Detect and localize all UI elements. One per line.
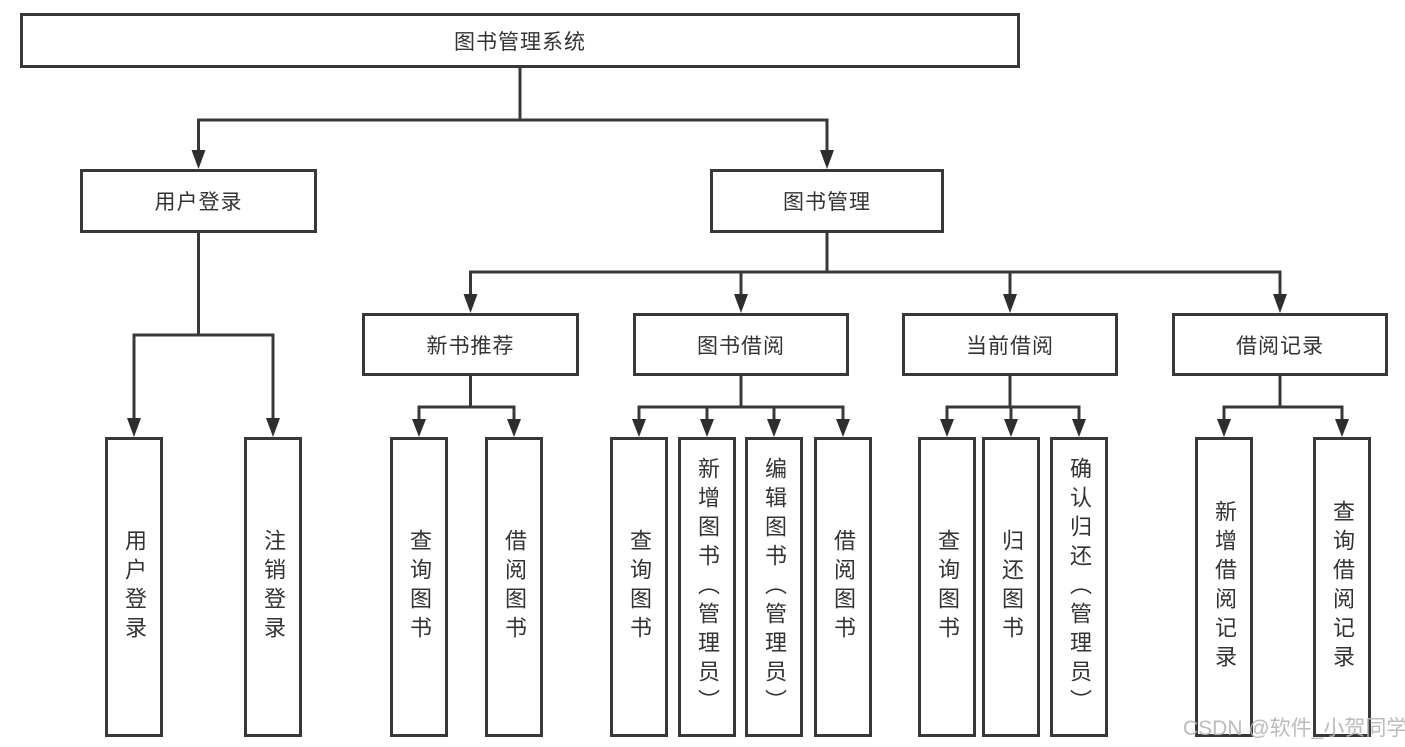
leaf-query-book-1: 查询图书 xyxy=(390,437,448,737)
leaf-edit-book-admin-label: 编辑图书（管理员） xyxy=(762,456,787,718)
leaf-query-book-2-label: 查询图书 xyxy=(627,529,652,645)
node-new-book-recommend-label: 新书推荐 xyxy=(426,334,515,358)
leaf-query-book-1-label: 查询图书 xyxy=(407,529,432,645)
leaf-query-book-2: 查询图书 xyxy=(610,437,668,737)
connector-book-borrow-to-leaves xyxy=(632,376,850,437)
leaf-confirm-return-admin-label: 确认归还（管理员） xyxy=(1067,456,1092,718)
node-book-management-label: 图书管理 xyxy=(783,191,871,214)
connector-root-to-level2 xyxy=(191,68,834,169)
leaf-user-login: 用户登录 xyxy=(105,437,163,737)
leaf-return-book-label: 归还图书 xyxy=(999,529,1024,645)
connector-user-login-to-leaves xyxy=(127,233,280,437)
leaf-query-borrow-record-label: 查询借阅记录 xyxy=(1330,500,1355,674)
leaf-add-book-admin: 新增图书（管理员） xyxy=(678,437,736,737)
leaf-query-borrow-record: 查询借阅记录 xyxy=(1313,437,1371,737)
leaf-query-book-3: 查询图书 xyxy=(918,437,976,737)
leaf-confirm-return-admin: 确认归还（管理员） xyxy=(1050,437,1108,737)
leaf-query-book-3-label: 查询图书 xyxy=(935,529,960,645)
connector-book-management-to-level3 xyxy=(463,233,1287,313)
leaf-borrow-book-1-label: 借阅图书 xyxy=(502,529,527,645)
leaf-borrow-book-2: 借阅图书 xyxy=(814,437,872,737)
csdn-watermark: CSDN @软件_小贺同学 xyxy=(1183,717,1405,740)
leaf-add-borrow-record-label: 新增借阅记录 xyxy=(1212,500,1237,674)
node-new-book-recommend: 新书推荐 xyxy=(362,313,579,376)
node-user-login: 用户登录 xyxy=(80,169,317,233)
node-root: 图书管理系统 xyxy=(20,13,1020,68)
connector-borrow-record-to-leaves xyxy=(1217,376,1349,437)
leaf-add-book-admin-label: 新增图书（管理员） xyxy=(695,456,720,718)
node-current-borrow-label: 当前借阅 xyxy=(966,334,1054,358)
leaf-logout-label: 注销登录 xyxy=(261,529,286,645)
node-root-label: 图书管理系统 xyxy=(454,30,586,54)
leaf-edit-book-admin: 编辑图书（管理员） xyxy=(745,437,803,737)
leaf-borrow-book-1: 借阅图书 xyxy=(485,437,543,737)
node-current-borrow: 当前借阅 xyxy=(902,313,1118,376)
node-borrow-record-label: 借阅记录 xyxy=(1236,334,1324,358)
node-book-borrow: 图书借阅 xyxy=(633,313,849,376)
leaf-borrow-book-2-label: 借阅图书 xyxy=(831,529,856,645)
leaf-logout: 注销登录 xyxy=(244,437,302,737)
node-book-borrow-label: 图书借阅 xyxy=(697,334,785,358)
leaf-user-login-label: 用户登录 xyxy=(122,529,147,645)
connector-new-book-to-leaves xyxy=(412,376,521,437)
node-book-management: 图书管理 xyxy=(710,169,944,233)
leaf-add-borrow-record: 新增借阅记录 xyxy=(1195,437,1253,737)
connector-current-borrow-to-leaves xyxy=(940,376,1086,437)
leaf-return-book: 归还图书 xyxy=(982,437,1040,737)
node-borrow-record: 借阅记录 xyxy=(1172,313,1388,376)
node-user-login-label: 用户登录 xyxy=(154,191,243,214)
